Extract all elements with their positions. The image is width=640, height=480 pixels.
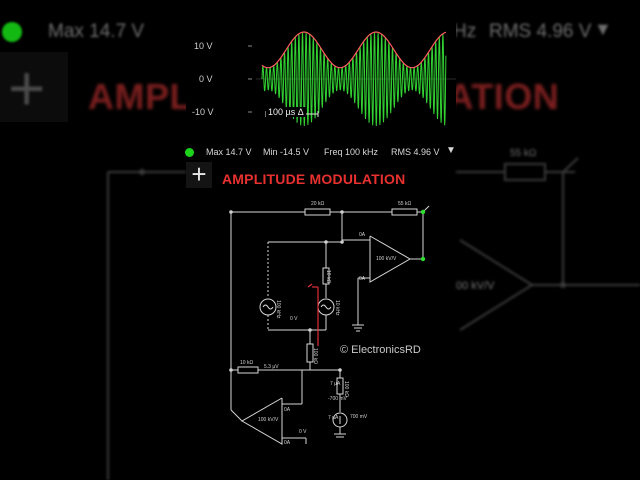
label-100k-b: 100 kΩ [343, 381, 349, 397]
label-10k-left: 10 kΩ [240, 360, 254, 366]
label-src-left: 100 kHz [275, 300, 281, 319]
label-7ua: 7 µA [330, 381, 341, 387]
label-20k: 20 kΩ [311, 201, 325, 207]
probe-wire [307, 283, 319, 346]
label-zero-v: 0 V [290, 316, 298, 322]
freq-readout: Freq 100 kHz [324, 147, 379, 157]
bg-resistor-label: 55 kΩ [510, 148, 537, 159]
resistor-20k [304, 208, 331, 216]
triangle-down-icon[interactable]: ▼ [446, 145, 456, 156]
bg-gain-label: 00 kV/V [456, 280, 495, 292]
label-zero-v2: 0 V [299, 429, 307, 435]
label-100k: 100 kΩ [312, 348, 318, 364]
output-node-top [420, 256, 426, 262]
measurement-bar[interactable]: Max 14.7 V Min -14.5 V Freq 100 kHz RMS … [184, 145, 456, 160]
bg-plus-icon: + [8, 52, 46, 124]
add-button[interactable]: + [186, 159, 212, 189]
watermark: © ElectronicsRD [340, 344, 421, 356]
max-readout: Max 14.7 V [206, 147, 252, 157]
scope-plot [248, 31, 456, 127]
plus-icon: + [191, 159, 207, 189]
y-tick-10v: 10 V [194, 41, 213, 51]
label-src-7ua: 7 µA [328, 415, 339, 421]
status-dot [185, 148, 194, 157]
label-neg700mv: -700 mV [328, 396, 347, 402]
page-title: AMPLITUDE MODULATION [222, 171, 406, 187]
y-tick-neg10v: -10 V [192, 107, 214, 117]
bg-plus-box [0, 52, 68, 122]
min-readout: Min -14.5 V [263, 147, 310, 157]
label-src-700mv: 700 mV [350, 414, 368, 420]
label-src-right: 10 kHz [334, 300, 340, 316]
label-zero-a: 0A [359, 276, 366, 282]
bg-status-dot [2, 22, 22, 42]
label-zero-d: 0A [284, 440, 291, 446]
bg-freq-fragment: Hz [453, 21, 477, 42]
label-10k-a: 10 kΩ [325, 270, 331, 284]
label-55k: 55 kΩ [398, 201, 412, 207]
label-opamp-bot-gain: 100 kV/V [258, 417, 279, 423]
bg-rms: RMS 4.96 V [489, 21, 592, 42]
label-zero-b: 0A [359, 232, 366, 238]
time-scale-label: 100 µs Δ [266, 107, 306, 117]
rms-readout: RMS 4.96 V [391, 147, 440, 157]
oscilloscope-panel: 10 V 0 V -10 V 100 µs Δ [186, 0, 456, 142]
bg-max: Max 14.7 V [48, 21, 145, 42]
label-5-3uv: 5.3 µV [264, 364, 279, 370]
resistor-55k [391, 208, 418, 216]
label-zero-c: 0A [284, 407, 291, 413]
bg-dropdown-icon: ▼ [594, 19, 612, 39]
label-opamp-top-gain: 100 kV/V [376, 256, 397, 262]
envelope-top-trace [261, 31, 447, 69]
am-signal-trace [261, 32, 447, 127]
y-tick-0v: 0 V [199, 74, 213, 84]
